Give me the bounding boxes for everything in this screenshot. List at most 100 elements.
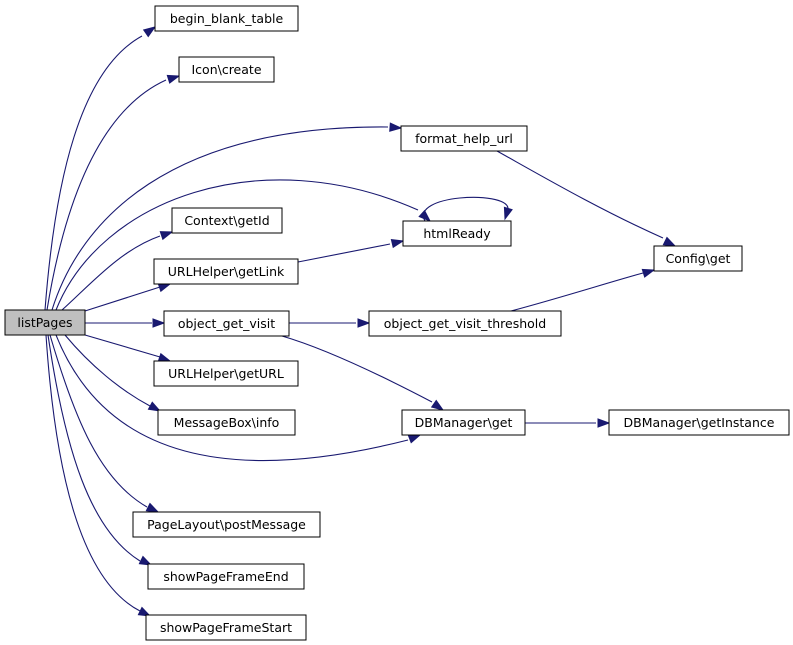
edge-listPages-to-object_get_visit [85,318,166,328]
node-label: Icon\create [191,62,261,77]
node-object_get_visit_threshold[interactable]: object_get_visit_threshold [368,310,562,337]
edge-listPages-to-showPageFrameEnd [47,334,153,566]
arrowhead [145,502,160,513]
node-box [402,220,512,247]
node-box [171,207,283,234]
arrowhead [662,236,677,247]
edge-dbmanager_get-to-dbmanager_getInstance [525,418,611,428]
node-label: showPageFrameEnd [163,569,288,584]
edge-path [510,272,644,312]
edge-path [51,126,389,311]
arrowhead [137,606,152,617]
edge-listPages-to-begin_blank_table [44,26,157,311]
arrowhead [157,352,172,362]
edge-listPages-to-icon_create [46,74,181,311]
node-box [608,409,790,436]
node-messagebox_info[interactable]: MessageBox\info [157,409,296,436]
node-box [653,245,743,272]
node-format_help_url[interactable]: format_help_url [400,125,528,152]
node-label: DBManager\getInstance [624,415,775,430]
node-begin_blank_table[interactable]: begin_blank_table [154,5,299,32]
edge-path [55,334,409,462]
arrowhead [597,418,611,428]
edge-listPages-to-urlhelper_getURL [84,334,172,362]
node-pagelayout_postMessage[interactable]: PageLayout\postMessage [132,511,321,538]
edge-listPages-to-messagebox_info [64,334,162,412]
node-box [401,409,526,436]
edge-path [55,179,419,311]
edge-path [84,334,161,358]
edge-path [297,243,391,263]
arrowhead [641,268,656,278]
edge-listPages-to-pagelayout_postMessage [49,334,160,513]
node-box [4,309,86,336]
node-dbmanager_getInstance[interactable]: DBManager\getInstance [608,409,790,436]
edge-path [64,334,151,407]
edge-path [422,196,509,222]
node-label: DBManager\get [415,415,513,430]
node-box [400,125,528,152]
edge-path [496,150,664,239]
edge-object_get_visit-to-object_get_visit_threshold [289,318,371,328]
edge-path [281,335,433,403]
arrowhead [407,434,422,444]
edge-listPages-to-format_help_url [51,122,403,311]
edges-layer [44,26,677,617]
node-dbmanager_get[interactable]: DBManager\get [401,409,526,436]
edge-path [46,79,167,311]
edge-urlhelper_getLink-to-htmlReady [297,238,405,263]
edge-object_get_visit-to-dbmanager_get [281,335,445,411]
node-box [153,360,299,387]
arrowhead [418,209,432,222]
node-label: htmlReady [423,226,491,241]
node-label: PageLayout\postMessage [147,517,306,532]
arrowhead [152,318,166,328]
node-icon_create[interactable]: Icon\create [178,56,275,83]
node-htmlReady[interactable]: htmlReady [402,220,512,247]
edge-listPages-to-urlhelper_getLink [84,283,172,312]
node-box [147,563,305,590]
node-showPageFrameStart[interactable]: showPageFrameStart [145,614,307,641]
arrowhead [142,26,157,38]
arrowhead [147,401,162,412]
node-context_getId[interactable]: Context\getId [171,207,283,234]
node-label: URLHelper\getURL [168,366,284,381]
edge-path [49,334,148,508]
node-box [157,409,296,436]
edge-path [44,35,143,311]
node-box [154,5,299,32]
node-urlhelper_getURL[interactable]: URLHelper\getURL [153,360,299,387]
arrowhead [389,122,403,132]
node-config_get[interactable]: Config\get [653,245,743,272]
edge-listPages-to-dbmanager_get [55,334,422,462]
arrowhead [390,238,405,249]
node-box [163,310,290,337]
arrowhead [357,318,371,328]
node-object_get_visit[interactable]: object_get_visit [163,310,290,337]
node-label: URLHelper\getLink [168,264,285,279]
node-listPages[interactable]: listPages [4,309,86,336]
node-box [145,614,307,641]
node-box [132,511,321,538]
node-showPageFrameEnd[interactable]: showPageFrameEnd [147,563,305,590]
arrowhead [503,206,513,221]
arrowhead [430,399,445,411]
node-urlhelper_getLink[interactable]: URLHelper\getLink [153,258,299,285]
arrowhead [138,555,153,566]
arrowhead [159,231,174,241]
arrowhead [157,283,172,293]
edge-listPages-to-htmlReady [55,179,432,311]
edge-object_get_visit_threshold-to-config_get [510,268,656,312]
edge-path [45,334,141,612]
node-label: showPageFrameStart [160,620,292,635]
edge-format_help_url-to-config_get [496,150,677,247]
edge-path [61,235,161,311]
node-label: Context\getId [184,213,269,228]
node-label: Config\get [666,251,731,266]
node-box [153,258,299,285]
node-label: format_help_url [415,131,513,146]
node-label: MessageBox\info [174,415,280,430]
edge-path [84,286,161,312]
edge-path [47,334,141,562]
